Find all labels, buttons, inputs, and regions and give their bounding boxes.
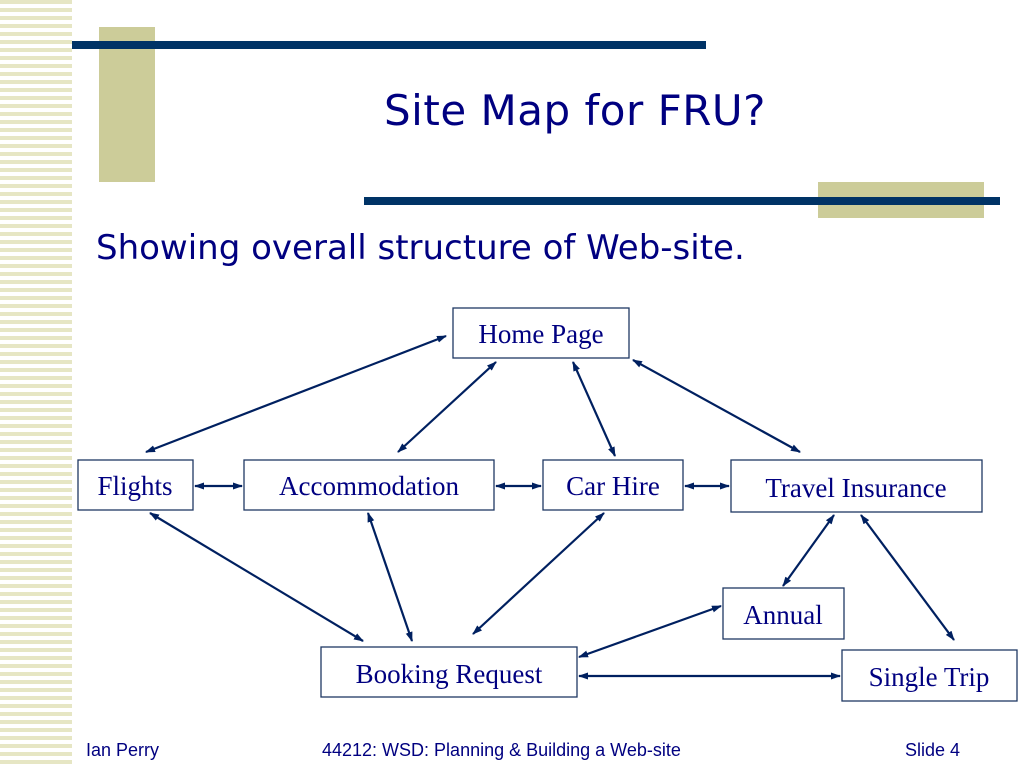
node-travel-insurance-label: Travel Insurance	[765, 473, 946, 503]
node-home-page-label: Home Page	[478, 319, 603, 349]
node-booking-request[interactable]: Booking Request	[320, 646, 578, 698]
footer-course: 44212: WSD: Planning & Building a Web-si…	[322, 740, 681, 760]
node-car-hire[interactable]: Car Hire	[542, 459, 684, 511]
node-annual-label: Annual	[743, 600, 822, 630]
node-accommodation-label: Accommodation	[279, 471, 459, 501]
khaki-block-top	[99, 27, 155, 182]
footer-slide-number: Slide 4	[905, 740, 961, 760]
edge-home-car-hire	[571, 361, 617, 457]
node-booking-request-label: Booking Request	[356, 659, 543, 689]
edge-travel-insurance-single-trip	[860, 514, 955, 641]
edge-home-travel-insurance	[632, 359, 801, 453]
footer-author: Ian Perry	[86, 740, 160, 760]
edge-home-accommodation	[397, 361, 497, 453]
node-travel-insurance[interactable]: Travel Insurance	[730, 459, 983, 513]
edge-annual-booking-request	[578, 604, 722, 659]
edge-car-hire-booking-request	[472, 512, 605, 635]
node-accommodation[interactable]: Accommodation	[243, 459, 495, 511]
node-flights[interactable]: Flights	[77, 459, 194, 511]
edge-accommodation-booking-request	[366, 512, 414, 642]
node-single-trip[interactable]: Single Trip	[841, 649, 1018, 702]
diagram-edges	[145, 334, 955, 680]
edge-home-flights	[145, 334, 447, 454]
slide-subtitle: Showing overall structure of Web-site.	[96, 228, 745, 268]
node-car-hire-label: Car Hire	[566, 471, 660, 501]
node-single-trip-label: Single Trip	[869, 662, 990, 692]
node-flights-label: Flights	[97, 471, 172, 501]
diagram-nodes: Home Page Flights Accommodation Car Hire…	[77, 307, 1018, 702]
title-rule-top	[72, 41, 706, 49]
edge-flights-booking-request	[149, 512, 364, 642]
edge-travel-insurance-annual	[782, 514, 835, 587]
left-stripe-decoration	[0, 0, 72, 768]
node-annual[interactable]: Annual	[722, 587, 845, 640]
node-home-page[interactable]: Home Page	[452, 307, 630, 359]
slide-title: Site Map for FRU?	[384, 86, 766, 135]
title-rule-bottom	[364, 197, 1000, 205]
